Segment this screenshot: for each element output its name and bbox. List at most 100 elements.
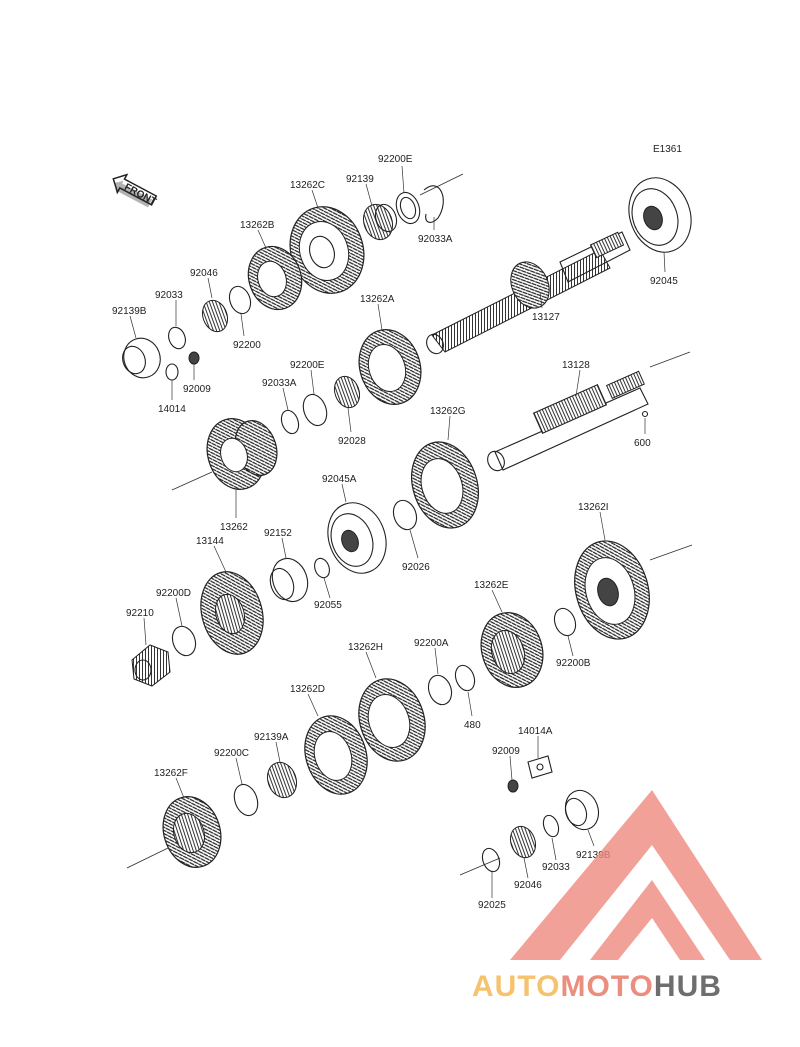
label-92139a: 92139A [254, 732, 289, 743]
washer-92200a [427, 674, 453, 706]
shaft-13128 [487, 370, 649, 472]
gear-13262b [247, 245, 303, 311]
logo-text-moto: MOTO [560, 970, 653, 1003]
washer-92200e-mid [302, 393, 328, 427]
part-labels: 92200E 92139 13262C 92033A 92045 13262B … [112, 154, 678, 911]
label-92200b: 92200B [556, 658, 591, 669]
label-13127: 13127 [532, 312, 560, 323]
washer-92026 [392, 499, 418, 531]
bearing-92045 [628, 177, 692, 253]
label-92045: 92045 [650, 276, 678, 287]
label-92055: 92055 [314, 600, 342, 611]
plate-14014a [527, 755, 553, 779]
plate-14014 [165, 363, 179, 381]
label-92009: 92009 [183, 384, 211, 395]
label-92200a: 92200A [414, 638, 449, 649]
gear-13262h [358, 678, 426, 762]
label-92200e: 92200E [378, 154, 413, 165]
bolt-92009-bottom [507, 779, 519, 793]
label-14014a: 14014A [518, 726, 553, 737]
label-92200d: 92200D [156, 588, 191, 599]
label-13262: 13262 [220, 522, 248, 533]
label-92028: 92028 [338, 436, 366, 447]
needle-bearing-92046-bottom [509, 825, 537, 859]
label-13262a: 13262A [360, 294, 395, 305]
label-92046: 92046 [190, 268, 218, 279]
axis-line [126, 847, 169, 869]
label-13262c: 13262C [290, 180, 325, 191]
axis-line [459, 857, 501, 876]
gear-13262 [206, 418, 278, 490]
washer-92200e [395, 191, 421, 225]
logo-inner-triangle-icon [590, 880, 705, 960]
label-92033a-mid: 92033A [262, 378, 297, 389]
needle-bearing-92046 [201, 299, 229, 333]
svg-text:AUTOMOTOHUB: AUTOMOTOHUB [472, 970, 722, 1003]
washer-92200d [171, 625, 197, 657]
leader-lines [129, 165, 666, 898]
needle-bearing-92139 [362, 203, 398, 241]
label-92139b: 92139B [112, 306, 147, 317]
logo-triangle-icon [510, 790, 762, 960]
part-600 [641, 410, 649, 418]
label-92045a: 92045A [322, 474, 357, 485]
washer-92200e-inner [399, 196, 417, 220]
gear-13262c [289, 206, 365, 294]
label-14014: 14014 [158, 404, 186, 415]
bushing-92028 [333, 375, 361, 409]
circlip-92033a-mid [280, 409, 300, 435]
collar-92152 [269, 557, 309, 603]
washer-92200 [228, 285, 252, 315]
nut-92210 [131, 644, 171, 687]
axis-line [649, 351, 691, 368]
automotohub-logo: AUTOMOTOHUB [472, 790, 762, 1003]
circlip-92033a [423, 185, 444, 223]
front-arrow-icon: FRONT [112, 173, 158, 208]
label-13262f: 13262F [154, 768, 188, 779]
diagram-code: E1361 [653, 144, 682, 155]
label-13262i: 13262I [578, 502, 609, 513]
label-13128: 13128 [562, 360, 590, 371]
label-92152: 92152 [264, 528, 292, 539]
bolt-92009 [188, 351, 200, 365]
label-13262h: 13262H [348, 642, 383, 653]
circlip-92033 [168, 326, 186, 350]
label-13262d: 13262D [290, 684, 325, 695]
label-13262b: 13262B [240, 220, 275, 231]
gear-13262a [358, 329, 422, 405]
gear-13262e [480, 612, 544, 688]
gear-13262d [304, 715, 368, 795]
label-92033: 92033 [155, 290, 183, 301]
logo-text-hub: HUB [654, 970, 722, 1003]
bearing-92045a [327, 502, 387, 574]
shaft-13127 [426, 231, 631, 355]
label-92139b-bottom: 92139B [576, 850, 611, 861]
axis-line [649, 544, 693, 561]
label-92033a: 92033A [418, 234, 453, 245]
logo-text-auto: AUTO [472, 970, 560, 1003]
label-13262e: 13262E [474, 580, 509, 591]
axis-line [419, 173, 464, 196]
gear-13262g [411, 441, 479, 529]
label-92200c: 92200C [214, 748, 249, 759]
needle-bearing-92139a [266, 761, 298, 799]
label-92200e-mid: 92200E [290, 360, 325, 371]
axis-line [171, 471, 213, 491]
bearing-92139b-bottom [564, 789, 600, 831]
gear-13262f [162, 796, 222, 868]
label-92046-bottom: 92046 [514, 880, 542, 891]
washer-92200b [553, 607, 577, 637]
label-13144: 13144 [196, 536, 224, 547]
circlip-480 [454, 664, 476, 692]
label-92009-bottom: 92009 [492, 746, 520, 757]
gear-13262i [574, 540, 650, 640]
label-600: 600 [634, 438, 651, 449]
washer-92025 [481, 847, 501, 873]
label-92200: 92200 [233, 340, 261, 351]
circlip-92055 [314, 557, 330, 579]
sprocket-13144 [200, 571, 264, 655]
bearing-92139b [122, 337, 161, 379]
label-92026: 92026 [402, 562, 430, 573]
label-13262g: 13262G [430, 406, 466, 417]
